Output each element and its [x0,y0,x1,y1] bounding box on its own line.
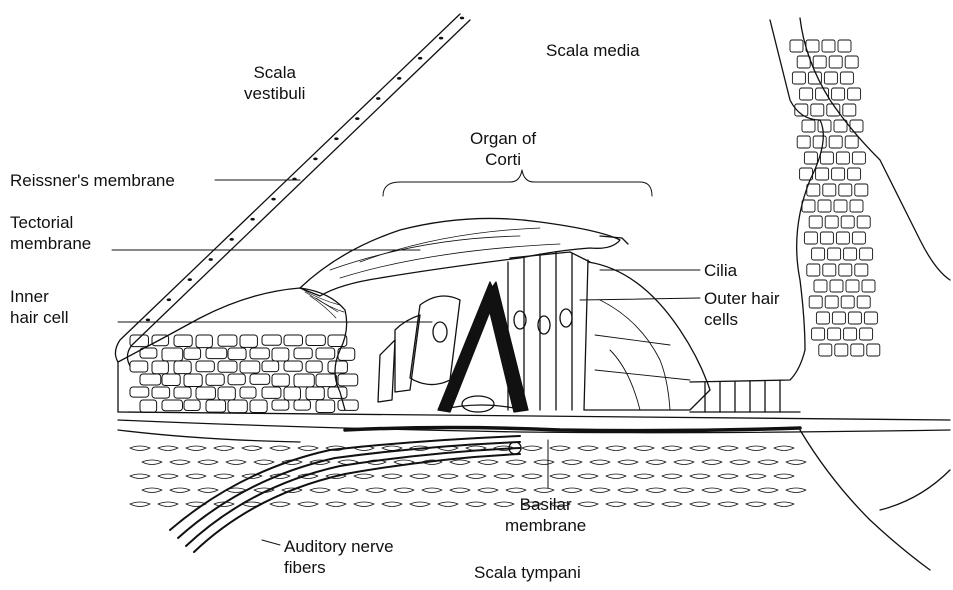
label-auditory-nerve-fibers: Auditory nerve fibers [284,536,394,578]
tunnel-of-corti-drawing [438,282,528,412]
outer-hair-cells-drawing [508,252,710,410]
label-organ-of-corti: Organ of Corti [470,128,536,170]
label-outer-hair-cells: Outer hair cells [704,288,780,330]
osseous-lamina-drawing [118,430,806,507]
label-reissners-membrane: Reissner's membrane [10,170,175,191]
label-scala-tympani: Scala tympani [474,562,581,583]
auditory-nerve-bundle-drawing [170,436,520,552]
tectorial-membrane-drawing [300,218,628,318]
label-cilia: Cilia [704,260,737,281]
spiral-ligament-drawing [770,18,950,356]
label-basilar-membrane: Basilar membrane [505,494,586,536]
right-lower-tissue-drawing [800,430,950,570]
label-inner-hair-cell: Inner hair cell [10,286,69,328]
label-scala-vestibuli: Scala vestibuli [244,62,305,104]
label-scala-media: Scala media [546,40,640,61]
label-tectorial-membrane: Tectorial membrane [10,212,91,254]
